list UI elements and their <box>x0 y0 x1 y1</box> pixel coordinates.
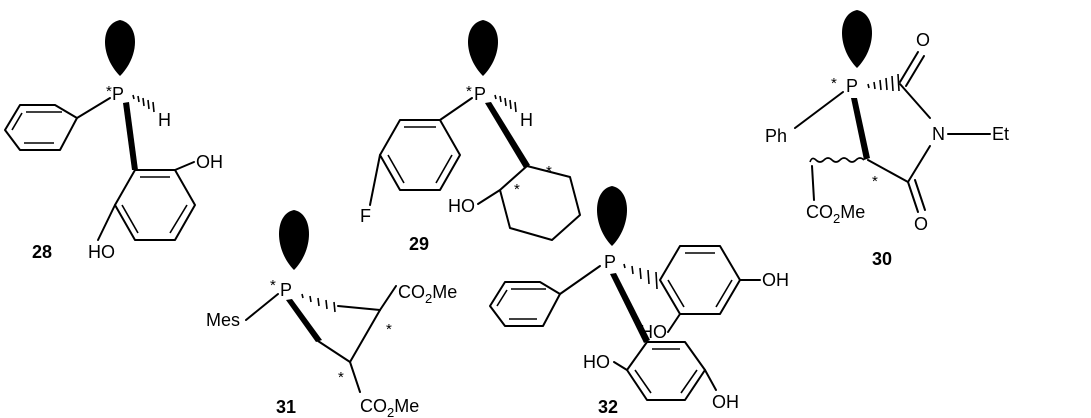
stereo-star-31b: * <box>386 321 392 338</box>
bond-c-o-lower-30 <box>907 181 919 213</box>
hydroxyl-label-32d: OH <box>712 392 739 412</box>
bond-c-n-upper-30 <box>899 83 931 119</box>
stereo-star-30b: * <box>872 173 878 190</box>
bond-c-f-29 <box>369 154 381 206</box>
bond-p-phenyl-28 <box>76 97 111 119</box>
compound-number-29: 29 <box>409 234 429 254</box>
bond-ch2-ch-upper-31 <box>337 305 381 311</box>
lone-pair-lobe-28 <box>105 20 135 76</box>
bond-c-ho-32b <box>613 361 628 371</box>
hash-bond-ph-29 <box>494 94 517 113</box>
compound-number-32: 32 <box>598 397 618 417</box>
bond-c-oh-28 <box>174 161 195 171</box>
compound-32: P OH HO <box>489 186 789 417</box>
stereo-star-31: * <box>270 277 276 294</box>
hydroquinone-ring-32a <box>659 245 741 315</box>
stereo-star-28: * <box>106 83 112 100</box>
atom-p-28: P <box>112 84 124 104</box>
atom-h-29: H <box>520 110 533 130</box>
bond-p-mes-31 <box>245 293 279 321</box>
lone-pair-lobe-29 <box>468 20 498 76</box>
bond-p-ph-30 <box>794 91 844 129</box>
compound-31: * P Mes CO2Me * CO2Me * 31 <box>206 210 457 418</box>
bond-c-ho-28 <box>97 204 116 241</box>
fluorophenyl-ring-29 <box>379 119 461 191</box>
hydroxyl-label-32a: OH <box>762 270 789 290</box>
hash-bond-p-ch2-31 <box>301 293 336 313</box>
lone-pair-lobe-31 <box>279 210 309 270</box>
phenyl-label-30: Ph <box>765 126 787 146</box>
wedge-bond-p-aryl-32 <box>610 273 650 343</box>
atom-n-30: N <box>932 124 945 144</box>
compound-30: * P Ph O N Et O * CO2Me 30 <box>765 10 1009 269</box>
bond-c-ho-32a <box>667 313 681 333</box>
ester-label-30: CO2Me <box>806 202 865 226</box>
bond-c-o-upper-double-30 <box>905 55 925 87</box>
atom-f-29: F <box>360 206 371 226</box>
bond-c-o-lower-double-30 <box>914 179 926 211</box>
bond-c-ch-30 <box>867 159 909 183</box>
bond-c-ho-29 <box>477 189 501 205</box>
hydroquinone-ring-32b <box>626 341 706 401</box>
atom-p-31: P <box>280 280 292 300</box>
wedge-bond-p-cyclohexyl-29 <box>485 102 530 168</box>
ester-label-31a: CO2Me <box>398 282 457 306</box>
bond-ch-ch-31 <box>349 309 381 363</box>
stereo-star-30: * <box>831 75 837 92</box>
hydroquinone-ring-28 <box>114 169 196 241</box>
stereo-star-29: * <box>466 83 472 100</box>
hydroxyl-label-29: HO <box>448 196 475 216</box>
bond-ch-co2me-lower-31 <box>349 361 361 393</box>
bond-c-oh-32b <box>704 369 717 391</box>
atom-p-30: P <box>846 76 858 96</box>
stereo-star-29c: * <box>514 181 520 198</box>
bond-ch2-ch-lower-31 <box>317 340 351 363</box>
ethyl-label-30: Et <box>992 124 1009 144</box>
bond-n-c-lower-30 <box>907 145 931 183</box>
hydroxyl-label-28b: HO <box>88 242 115 262</box>
compound-number-30: 30 <box>872 249 892 269</box>
atom-o-upper-30: O <box>916 30 930 50</box>
atom-p-32: P <box>604 252 616 272</box>
cyclohexane-ring-29 <box>499 165 581 241</box>
bond-ch2-co2me-30 <box>811 165 815 201</box>
wedge-bond-p-ch2-lower-31 <box>286 299 322 342</box>
hydroxyl-label-32c: HO <box>583 352 610 372</box>
bond-c-o-upper-30 <box>899 51 919 83</box>
compound-number-28: 28 <box>32 242 52 262</box>
wavy-bond-30 <box>809 157 865 163</box>
compound-29: * P H F * * HO 29 <box>360 20 581 254</box>
wedge-bond-p-ch-30 <box>851 98 870 160</box>
phenyl-ring-32 <box>489 281 561 327</box>
compound-number-31: 31 <box>276 397 296 417</box>
hash-bond-p-aryl-32 <box>623 263 658 290</box>
wedge-bond-p-aryl-28 <box>123 102 138 170</box>
lone-pair-lobe-30 <box>842 10 872 68</box>
bond-ch-co2me-upper-31 <box>379 285 397 311</box>
compound-28: * P H OH HO 28 <box>4 20 223 262</box>
stereo-star-31c: * <box>338 369 344 386</box>
stereo-star-29b: * <box>546 163 552 180</box>
atom-o-lower-30: O <box>914 214 928 234</box>
mesityl-label-31: Mes <box>206 310 240 330</box>
lone-pair-lobe-32 <box>597 186 627 246</box>
phenyl-ring-28 <box>4 104 78 151</box>
bond-p-phenyl-32 <box>559 265 601 295</box>
hash-bond-ph-28 <box>132 94 155 113</box>
hash-bond-p-carbonyl-30 <box>867 73 900 92</box>
atom-h-28: H <box>158 110 171 130</box>
ester-label-31b: CO2Me <box>360 396 419 418</box>
atom-p-29: P <box>474 84 486 104</box>
bond-p-aryl-29 <box>439 97 473 121</box>
hydroxyl-label-28a: OH <box>196 152 223 172</box>
